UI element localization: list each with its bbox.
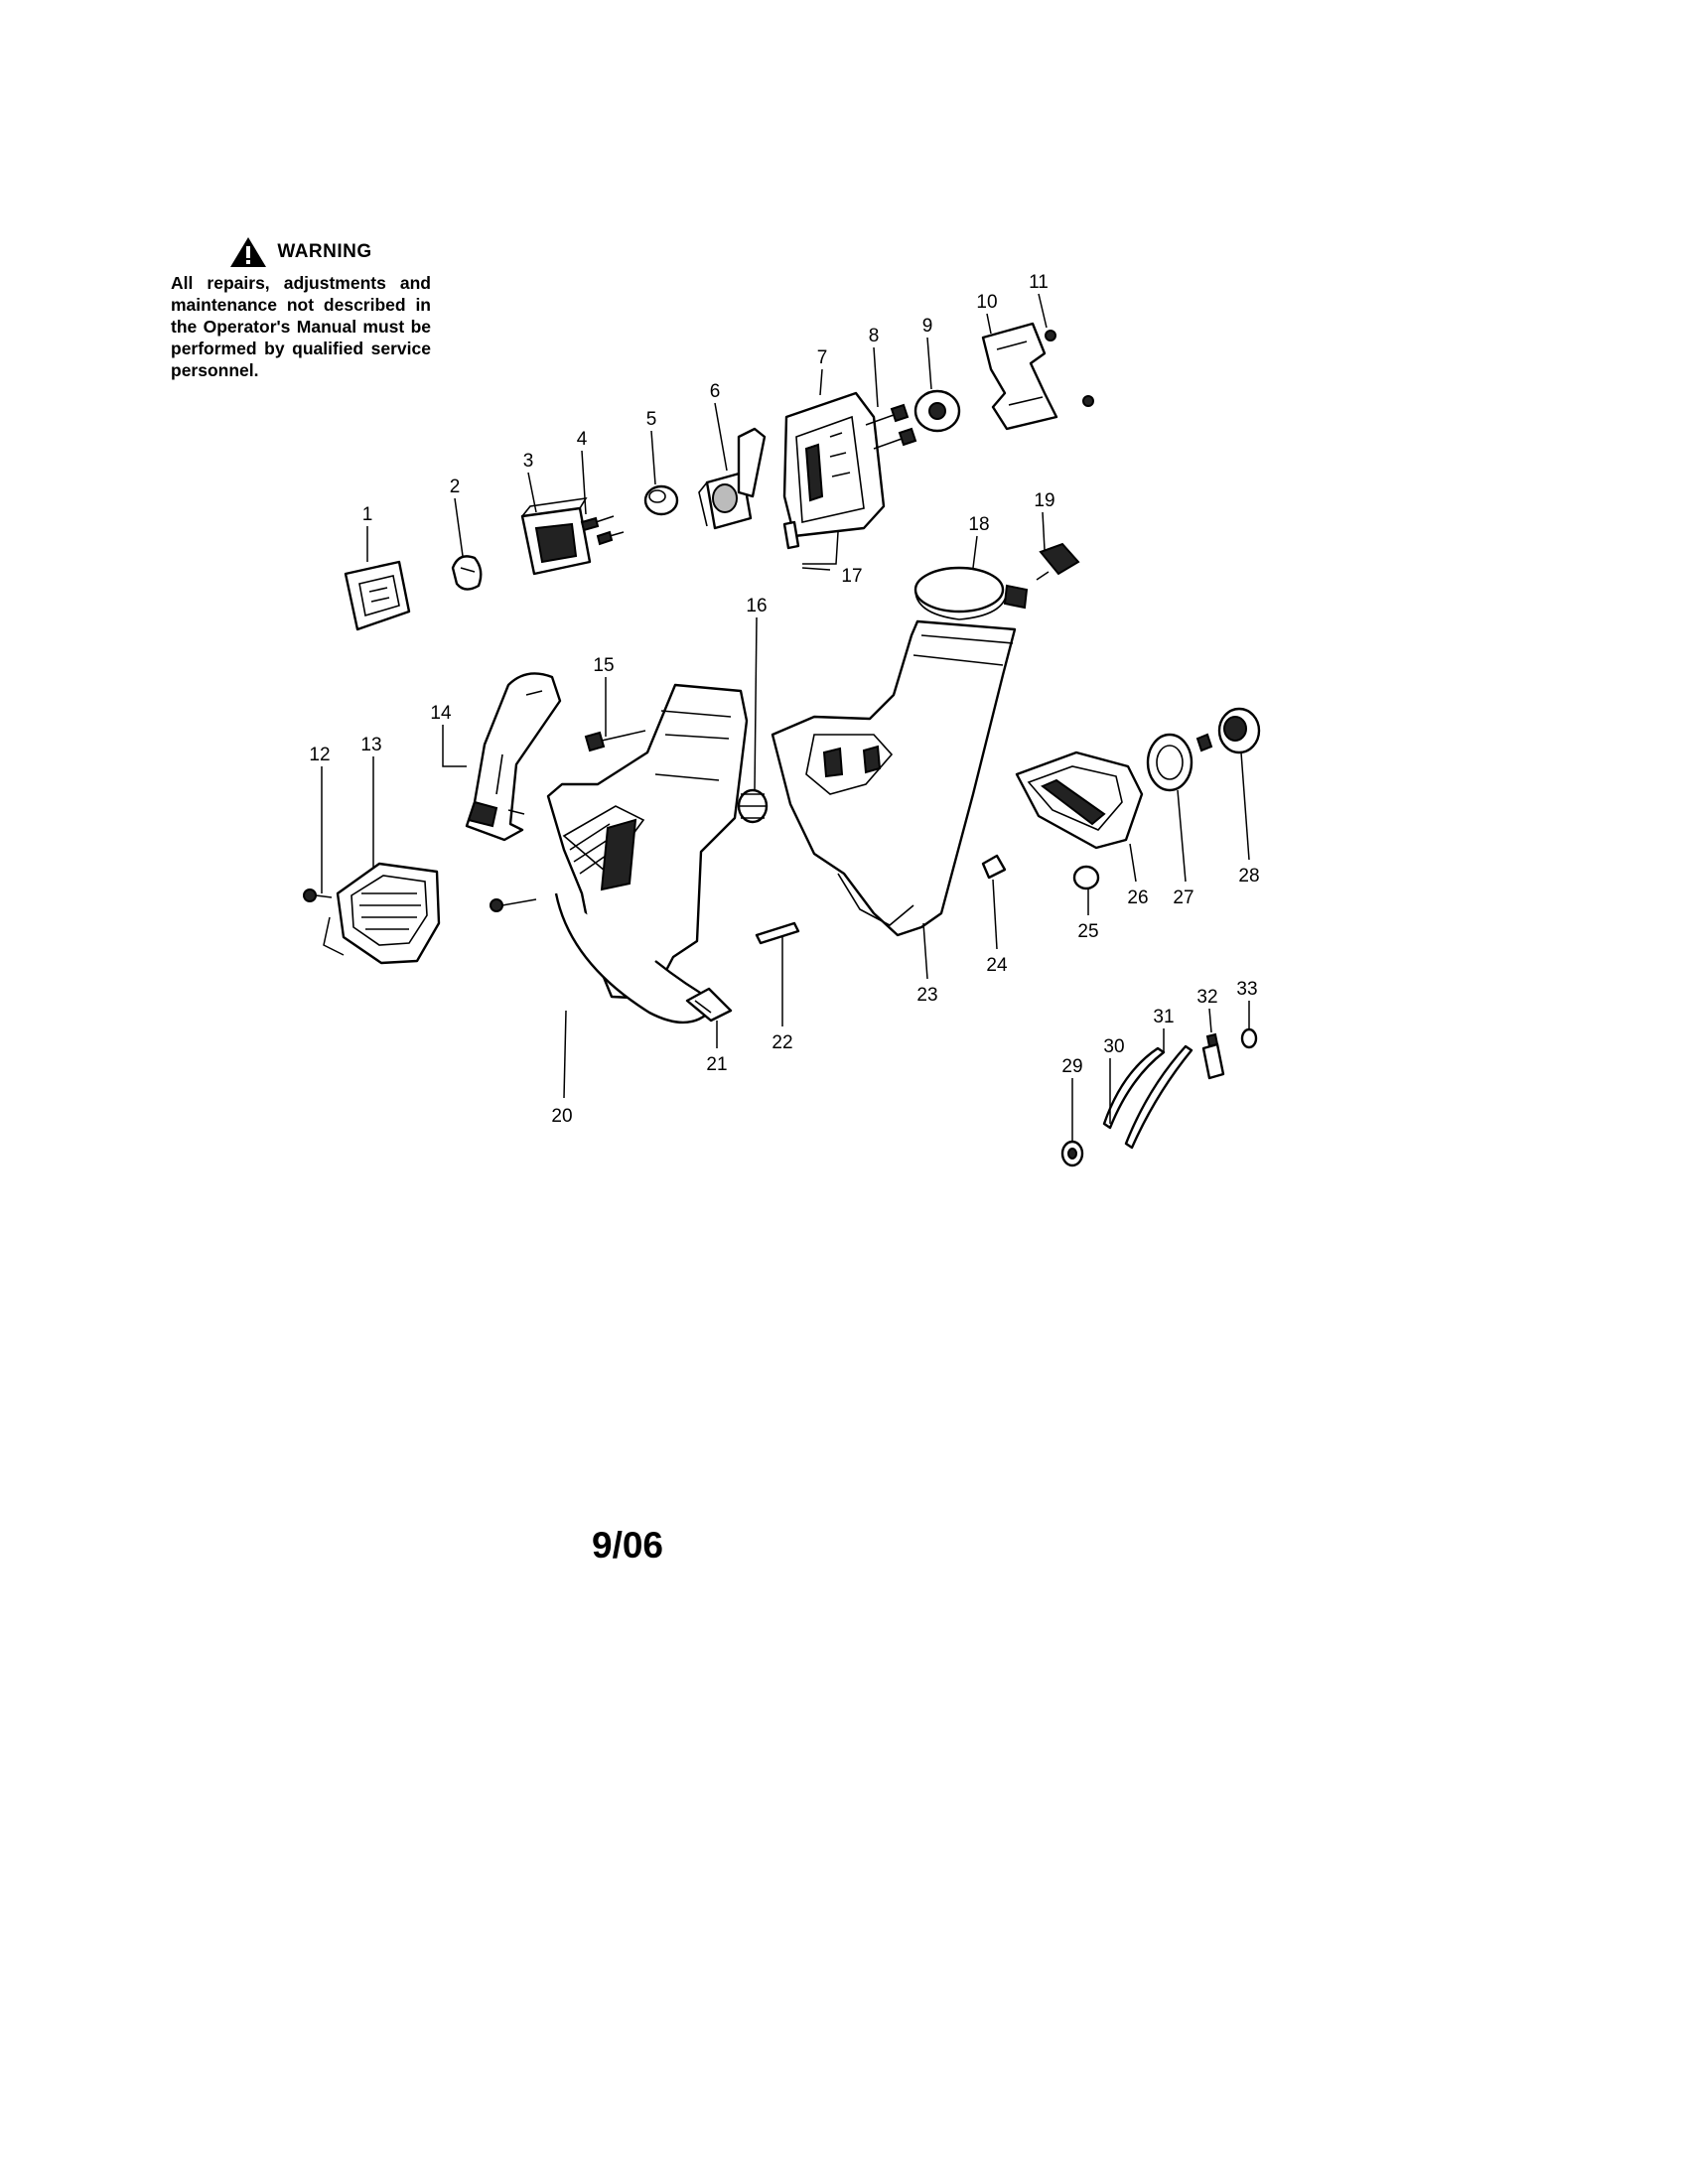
part-20-screw-shape [490,898,537,912]
part-21-shape [685,987,733,1023]
part-label-28: 28 [1238,866,1259,887]
part-label-11: 11 [1029,272,1049,293]
warning-triangle-icon [230,237,267,267]
part-9-shape [913,389,961,433]
part-label-2: 2 [450,477,461,497]
part-label-9: 9 [922,316,933,337]
part-5-shape [643,484,679,516]
warning-notice: WARNING All repairs, adjustments and mai… [171,236,431,381]
part-2-shape [451,555,483,591]
part-10-shape [981,322,1058,431]
part-33-shape [1240,1027,1258,1049]
part-19-shape [1036,542,1080,581]
part-label-1: 1 [362,504,373,525]
part-label-17: 17 [841,566,862,587]
part-label-30: 30 [1103,1036,1124,1057]
part-20-shape [546,683,749,1024]
part-12-shape [303,888,333,902]
part-label-20: 20 [551,1106,572,1127]
part-27-shape [1146,733,1193,792]
part-14-shape [465,672,562,842]
part-label-7: 7 [817,347,828,368]
part-1-shape [344,560,411,631]
part-label-19: 19 [1034,490,1054,511]
part-label-13: 13 [360,735,381,755]
part-6-shape [698,427,767,530]
part-label-5: 5 [646,409,657,430]
leader-lines [321,293,1250,1142]
part-label-15: 15 [593,655,614,676]
part-7-shape [782,391,886,538]
part-16-shape [737,788,769,824]
part-label-22: 22 [772,1032,792,1053]
part-label-16: 16 [746,596,767,616]
part-label-29: 29 [1061,1056,1082,1077]
part-8-shape [865,403,917,450]
part-label-10: 10 [976,292,997,313]
part-13-shape [323,862,441,965]
part-label-23: 23 [916,985,937,1006]
part-label-31: 31 [1153,1007,1174,1027]
part-label-33: 33 [1236,979,1257,1000]
part-28-shape [1195,707,1261,754]
part-3-shape [520,496,592,576]
date-code: 9/06 [592,1525,664,1566]
part-label-6: 6 [710,381,721,402]
part-18-shape [913,566,1029,620]
warning-header: WARNING [171,236,431,268]
part-24-shape [981,854,1007,880]
warning-title: WARNING [277,241,372,262]
part-label-18: 18 [968,514,989,535]
part-25-shape [1072,865,1100,890]
part-label-4: 4 [577,429,588,450]
part-label-21: 21 [706,1054,727,1075]
part-23-shape [771,619,1017,937]
part-label-26: 26 [1127,887,1148,908]
part-label-27: 27 [1173,887,1193,908]
part-22-shape [755,921,800,945]
part-label-14: 14 [430,703,452,724]
part-26-shape [1015,751,1144,850]
part-label-12: 12 [309,745,330,765]
part-11-shape [1045,330,1094,407]
warning-text: All repairs, adjustments and maintenance… [171,273,431,380]
part-label-24: 24 [986,955,1008,976]
part-31-shape [1124,1044,1193,1150]
part-label-3: 3 [523,451,534,472]
part-17-shape [782,520,800,550]
part-label-25: 25 [1077,921,1098,942]
part-label-32: 32 [1196,987,1217,1008]
part-15-shape [584,730,646,752]
part-4-shape [580,515,625,546]
part-32-shape [1201,1032,1225,1080]
part-label-8: 8 [869,326,880,346]
part-29-shape [1060,1140,1084,1167]
